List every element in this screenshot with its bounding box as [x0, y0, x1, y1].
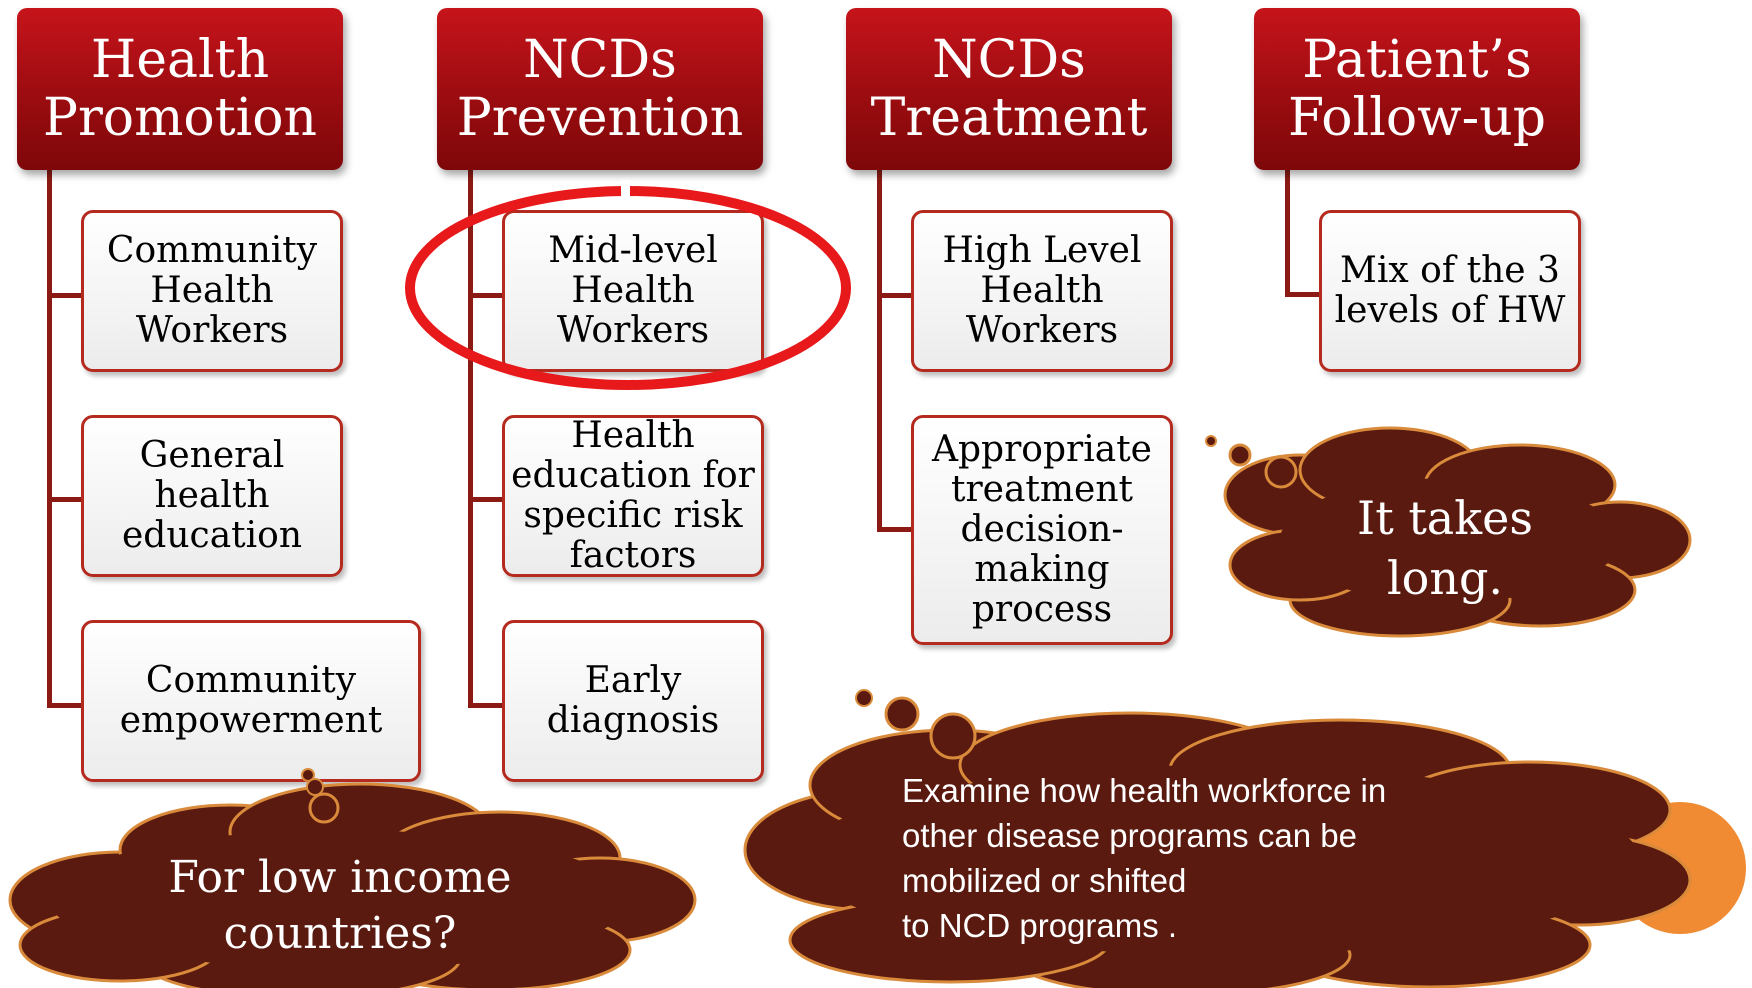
- connector-col3: [877, 160, 882, 530]
- box-community-health-workers: Community Health Workers: [81, 210, 343, 372]
- box-early-diagnosis: Early diagnosis: [502, 620, 764, 782]
- cloud-takes-long: [1223, 426, 1692, 638]
- connector-col1-item1: [47, 293, 81, 298]
- thought-dot-long-3: [1264, 455, 1298, 489]
- thought-dot-small-2: [306, 778, 324, 796]
- header-patients-follow-up: Patient’s Follow-up: [1254, 8, 1580, 170]
- box-mix-of-levels: Mix of the 3 levels of HW: [1319, 210, 1581, 372]
- connector-col3-item2: [877, 527, 913, 532]
- box-general-health-education: General health education: [81, 415, 343, 577]
- header-health-promotion: Health Promotion: [17, 8, 343, 170]
- callout-examine: Examine how health workforce in other di…: [902, 772, 1387, 944]
- callout-low-income: For low income countries?: [168, 852, 512, 959]
- thought-dot-examine-1: [855, 689, 873, 707]
- connector-col2: [468, 160, 473, 708]
- connector-col2-item1: [468, 293, 504, 298]
- box-treatment-decision-making: Appropriate treatment decision- making p…: [911, 415, 1173, 645]
- highlight-ellipse: [405, 186, 851, 390]
- callout-takes-long: It takes long.: [1357, 491, 1533, 605]
- connector-col4: [1285, 160, 1290, 296]
- connector-col3-item1: [877, 293, 913, 298]
- box-mid-level-health-workers: Mid-level Health Workers: [502, 210, 764, 372]
- connector-col2-item3: [468, 703, 504, 708]
- thought-dot-examine-3: [929, 712, 977, 760]
- cloud-examine: [743, 711, 1692, 988]
- box-high-level-health-workers: High Level Health Workers: [911, 210, 1173, 372]
- thought-dot-long-2: [1228, 443, 1252, 467]
- box-health-education-risk-factors: Health education for specific risk facto…: [502, 415, 764, 577]
- thought-dot-small-3: [308, 792, 340, 824]
- connector-col2-item2: [468, 497, 504, 502]
- cloud-low-income: [8, 782, 697, 988]
- connector-col1-item2: [47, 497, 81, 502]
- thought-dot-examine-2: [884, 696, 920, 732]
- connector-col1-item3: [47, 703, 81, 708]
- connector-col1: [47, 160, 52, 708]
- thought-dot-small-1: [301, 768, 315, 782]
- thought-dot-long-1: [1205, 435, 1217, 447]
- connector-col4-item1: [1285, 292, 1321, 297]
- box-community-empowerment: Community empowerment: [81, 620, 421, 782]
- header-ncds-treatment: NCDs Treatment: [846, 8, 1172, 170]
- header-ncds-prevention: NCDs Prevention: [437, 8, 763, 170]
